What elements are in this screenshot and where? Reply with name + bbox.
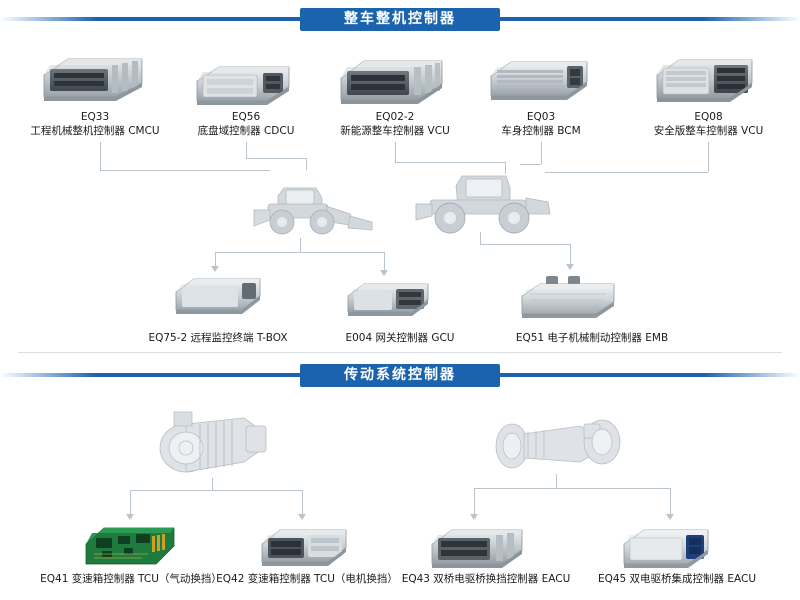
section-banner-2: 传动系统控制器 — [0, 362, 800, 388]
device-image-eq43 — [428, 518, 528, 572]
label-eq03: EQ03 车身控制器 BCM — [501, 111, 581, 137]
label-eq41: EQ41 变速箱控制器 TCU（气动换挡） — [40, 573, 222, 585]
connector-line — [130, 490, 302, 491]
connector-line — [384, 252, 385, 274]
connector-line — [100, 170, 270, 171]
connector-line — [395, 142, 396, 162]
connector-line — [215, 252, 216, 270]
connector-line — [300, 252, 384, 253]
connector-line — [520, 164, 541, 165]
device-image-eq41 — [82, 520, 178, 570]
label-eq45: EQ45 双电驱桥集成控制器 EACU — [597, 573, 757, 585]
device-image-eq02-2 — [336, 48, 450, 106]
device-image-eq08 — [652, 47, 760, 107]
connector-arrow — [380, 270, 388, 276]
connector-arrow — [298, 514, 306, 520]
device-image-e004 — [344, 274, 438, 322]
connector-arrow — [211, 266, 219, 272]
section-title-1: 整车整机控制器 — [300, 7, 500, 31]
vehicle-illustration-tractor — [410, 168, 560, 242]
label-eq56: EQ56 底盘域控制器 CDCU — [197, 111, 295, 137]
connector-line — [246, 158, 306, 159]
device-image-eq75-2 — [172, 270, 268, 320]
connector-arrow — [666, 514, 674, 520]
connector-line — [570, 244, 571, 268]
connector-line — [130, 490, 131, 518]
section-divider — [18, 352, 782, 353]
label-eq08: EQ08 安全版整车控制器 VCU — [653, 111, 764, 137]
connector-line — [480, 232, 481, 244]
label-eq42: EQ42 变速箱控制器 TCU（电机换挡） — [216, 573, 398, 585]
connector-arrow — [566, 264, 574, 270]
connector-line — [708, 142, 709, 172]
connector-arrow — [470, 514, 478, 520]
device-image-eq33 — [38, 45, 150, 105]
device-image-eq45 — [620, 518, 716, 572]
label-eq33: EQ33 工程机械整机控制器 CMCU — [30, 111, 160, 137]
label-eq43: EQ43 双桥电驱桥换挡控制器 EACU — [401, 573, 571, 585]
device-image-eq42 — [258, 520, 354, 570]
connector-line — [395, 162, 505, 163]
label-eq75-2: EQ75-2 远程监控终端 T-BOX — [148, 332, 288, 344]
connector-line — [545, 172, 708, 173]
section-banner-1: 整车整机控制器 — [0, 6, 800, 32]
connector-line — [556, 474, 557, 488]
connector-line — [670, 488, 671, 518]
connector-line — [306, 158, 307, 170]
connector-line — [246, 142, 247, 158]
section-title-2: 传动系统控制器 — [300, 363, 500, 387]
connector-line — [215, 252, 300, 253]
connector-line — [100, 142, 101, 170]
drive-axle-illustration — [484, 408, 634, 482]
device-image-eq03 — [487, 52, 595, 104]
connector-line — [302, 490, 303, 518]
label-eq02-2: EQ02-2 新能源整车控制器 VCU — [340, 111, 450, 137]
connector-line — [474, 488, 670, 489]
device-image-eq56 — [193, 55, 297, 107]
connector-line — [541, 142, 542, 164]
connector-line — [505, 162, 506, 174]
vehicle-illustration-loader — [238, 176, 378, 242]
device-image-eq51 — [518, 268, 622, 324]
connector-line — [480, 244, 570, 245]
connector-line — [300, 238, 301, 252]
connector-arrow — [126, 514, 134, 520]
connector-line — [212, 478, 213, 490]
transmission-illustration — [148, 398, 274, 482]
label-eq51: EQ51 电子机械制动控制器 EMB — [515, 332, 669, 344]
connector-line — [474, 488, 475, 518]
label-e004: E004 网关控制器 GCU — [345, 332, 455, 344]
